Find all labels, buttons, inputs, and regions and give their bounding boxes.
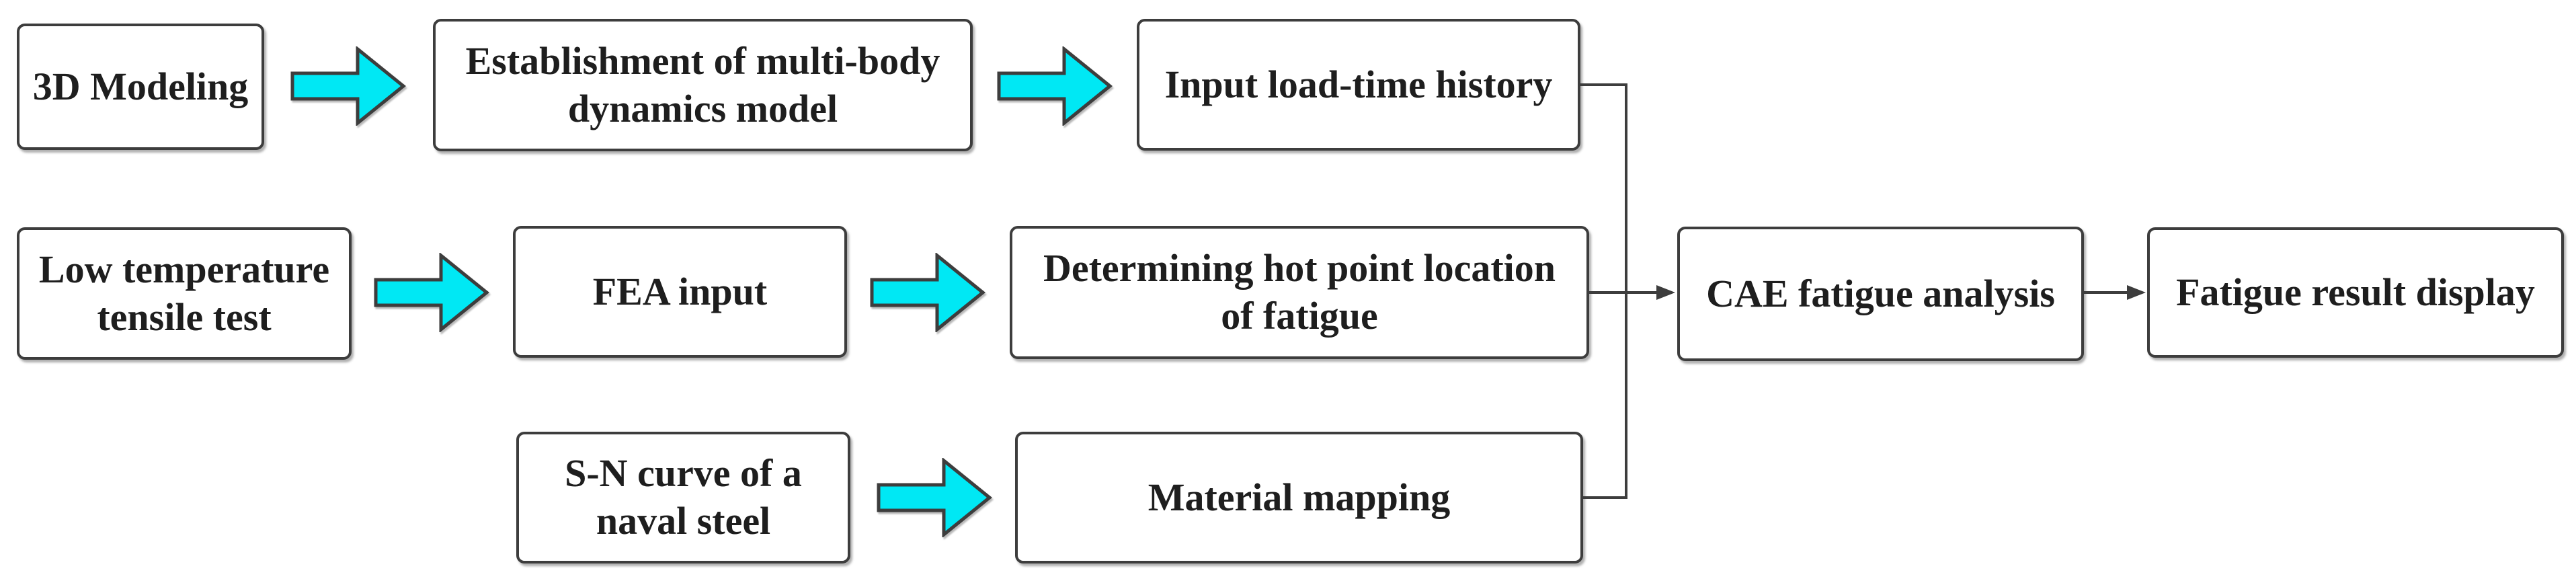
connector-hotpoint-to-cae	[1588, 291, 1658, 294]
node-hot-point-location: Determining hot point location of fatigu…	[1010, 226, 1589, 359]
arrowhead-icon	[2127, 285, 2146, 300]
node-label: Establishment of multi-body dynamics mod…	[465, 38, 940, 130]
connector-cae-to-result	[2083, 291, 2128, 294]
node-3d-modeling: 3D Modeling	[17, 24, 264, 150]
flow-arrow-icon	[374, 253, 489, 332]
node-label: Fatigue result display	[2176, 270, 2535, 314]
node-label: Material mapping	[1148, 475, 1451, 519]
node-label: CAE fatigue analysis	[1706, 271, 2055, 315]
connector-material-to-junction	[1582, 496, 1627, 499]
node-label: FEA input	[592, 269, 768, 313]
node-label: S-N curve of a naval steel	[565, 451, 802, 543]
node-fea-input: FEA input	[513, 226, 847, 358]
node-label: Input load-time history	[1164, 62, 1553, 106]
connector-loadtime-to-junction	[1579, 83, 1627, 86]
node-fatigue-result-display: Fatigue result display	[2147, 227, 2564, 358]
node-cae-fatigue-analysis: CAE fatigue analysis	[1677, 227, 2084, 361]
node-label: Determining hot point location of fatigu…	[1043, 246, 1556, 338]
node-label: Low temperature tensile test	[38, 247, 330, 339]
flow-arrow-icon	[997, 46, 1113, 126]
flow-arrow-icon	[870, 253, 985, 332]
node-input-load-time-history: Input load-time history	[1137, 19, 1580, 151]
node-sn-curve-naval-steel: S-N curve of a naval steel	[516, 432, 850, 563]
node-material-mapping: Material mapping	[1015, 432, 1583, 563]
flow-arrow-icon	[877, 458, 992, 537]
node-low-temperature-tensile-test: Low temperature tensile test	[17, 227, 352, 360]
flow-arrow-icon	[290, 46, 406, 126]
node-multibody-dynamics: Establishment of multi-body dynamics mod…	[433, 19, 973, 151]
arrowhead-icon	[1656, 285, 1675, 300]
node-label: 3D Modeling	[32, 64, 249, 108]
